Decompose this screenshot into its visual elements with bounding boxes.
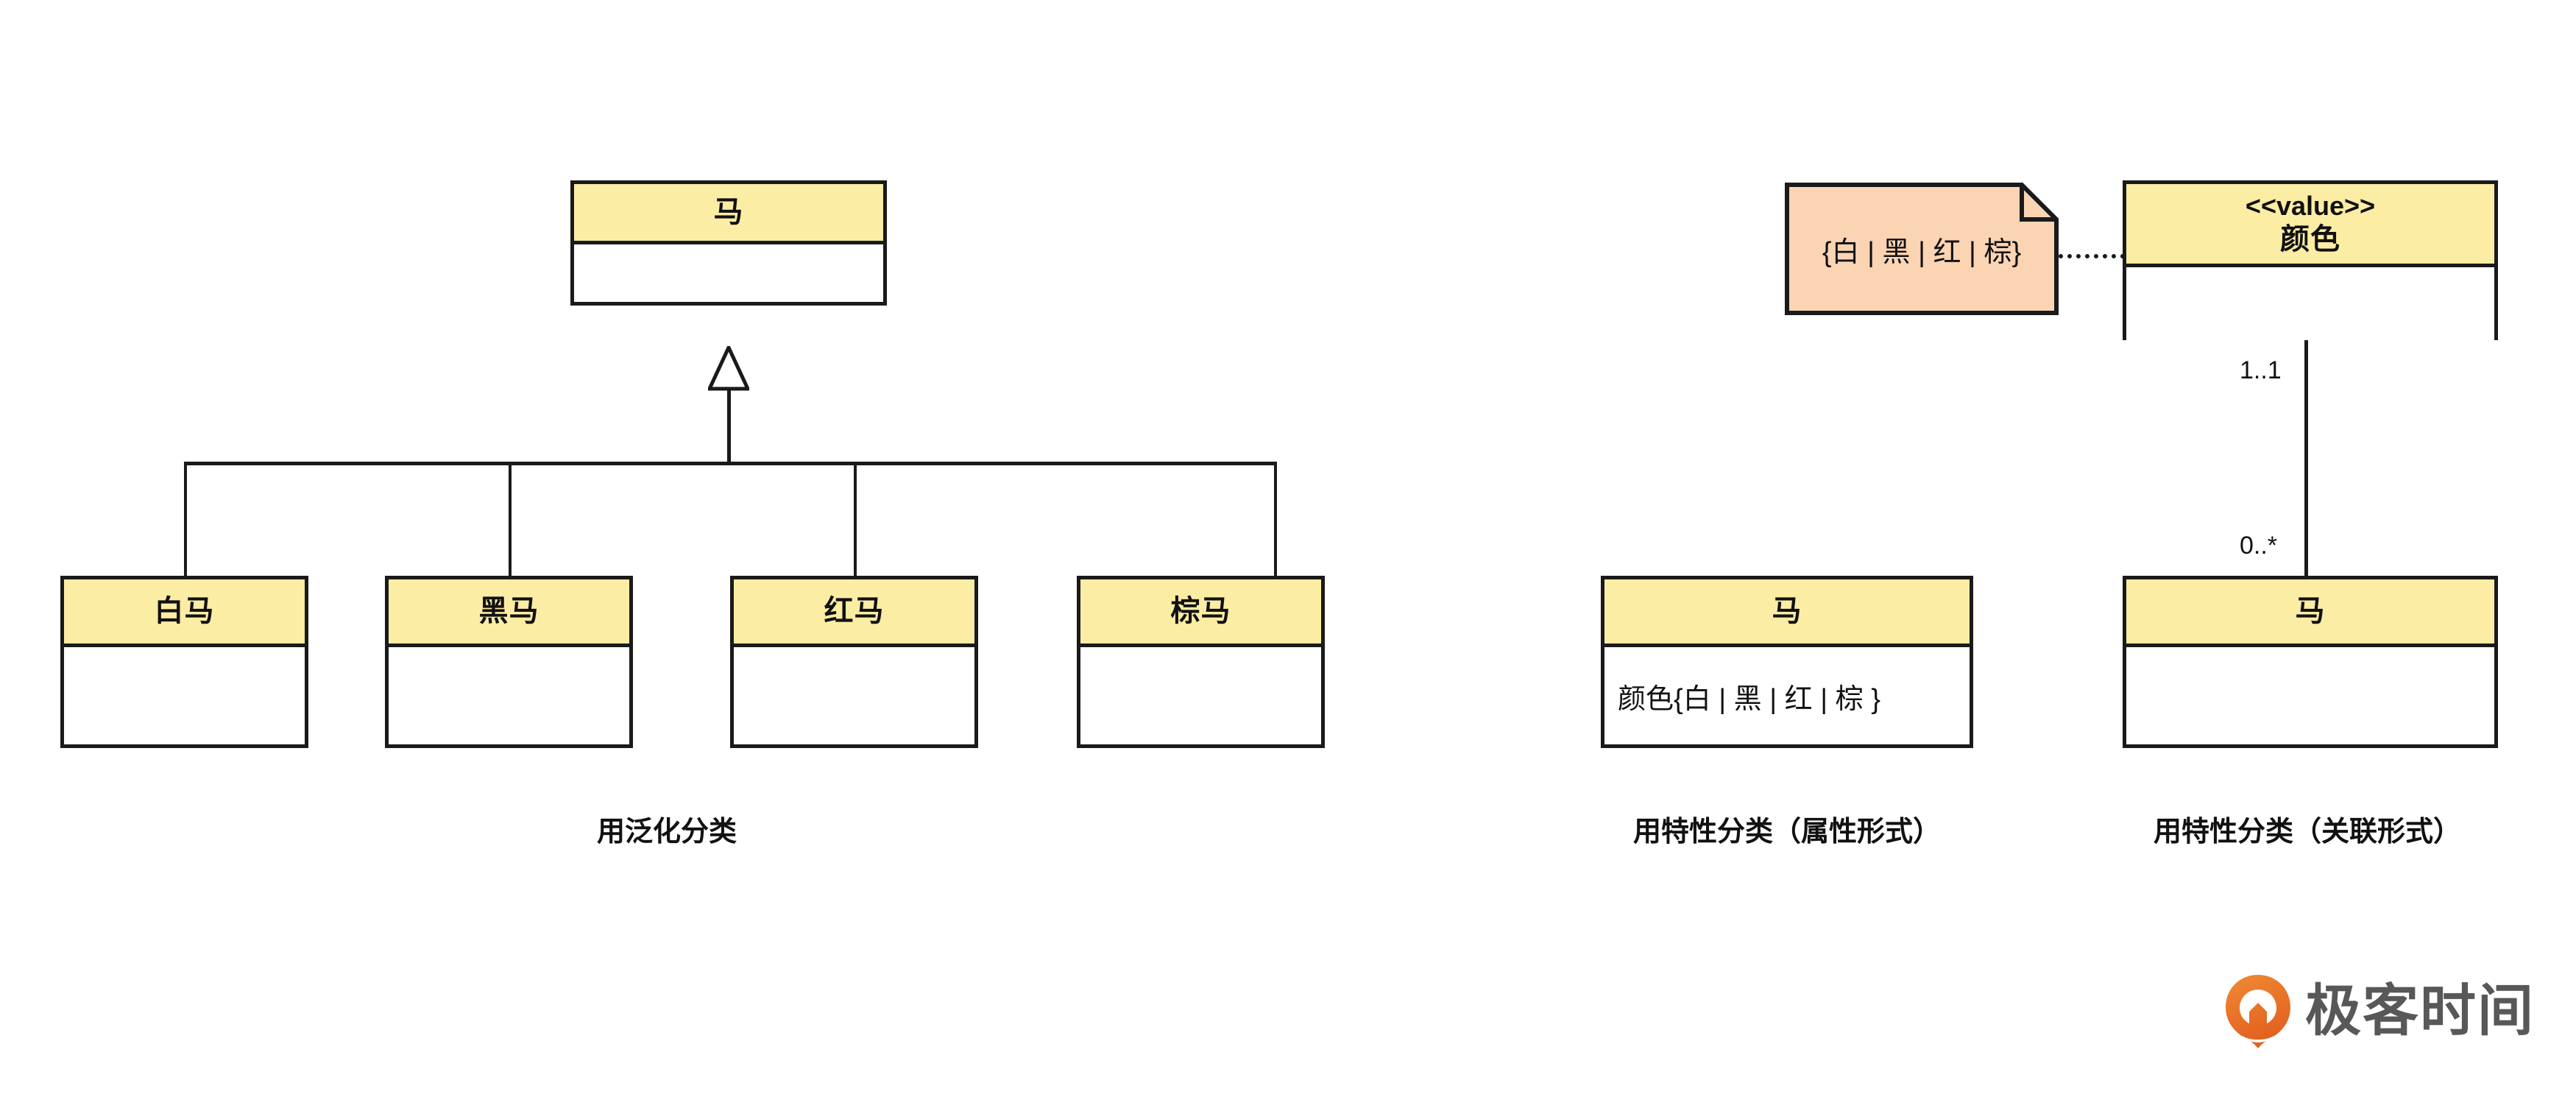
class-attributes-compartment <box>389 647 629 744</box>
class-name: 红马 <box>824 594 885 627</box>
class-attributes-compartment <box>64 647 305 744</box>
generalization-bus <box>184 462 1277 465</box>
class-box-red-horse[interactable]: 红马 <box>730 576 978 748</box>
class-stereotype: <<value>> <box>2245 191 2376 222</box>
class-box-horse-attribute-form[interactable]: 马 颜色{白 | 黑 | 红 | 棕 } <box>1601 576 1973 748</box>
class-attributes-compartment <box>2126 267 2494 340</box>
class-header: 棕马 <box>1080 579 1321 647</box>
generalization-drop-3 <box>854 462 857 576</box>
class-header: 红马 <box>734 579 974 647</box>
geektime-logo-icon <box>2224 973 2292 1050</box>
class-attribute-color: 颜色{白 | 黑 | 红 | 棕 } <box>1618 683 1880 715</box>
class-box-color-value[interactable]: <<value>> 颜色 <box>2123 180 2498 340</box>
class-attributes-compartment <box>734 647 974 744</box>
generalization-drop-2 <box>509 462 512 576</box>
class-header: 马 <box>2126 579 2494 647</box>
class-box-white-horse[interactable]: 白马 <box>60 576 308 748</box>
note-anchor-dotted-line <box>2059 254 2125 258</box>
class-name: 马 <box>1772 594 1802 627</box>
generalization-stem <box>727 389 731 463</box>
class-name: 颜色 <box>2280 222 2340 255</box>
class-header: 黑马 <box>389 579 629 647</box>
class-header: 马 <box>574 184 883 244</box>
class-attributes-compartment <box>1080 647 1321 744</box>
class-name: 棕马 <box>1170 594 1231 627</box>
brand-logo: 极客时间 <box>2224 973 2535 1050</box>
multiplicity-near-horse: 0..* <box>2240 532 2278 560</box>
class-name: 马 <box>713 195 744 228</box>
class-box-horse-association-form[interactable]: 马 <box>2123 576 2498 748</box>
class-box-parent-horse[interactable]: 马 <box>570 180 887 306</box>
class-name: 马 <box>2295 594 2326 627</box>
class-name: 白马 <box>154 594 215 627</box>
note-color-enumeration[interactable]: {白 | 黑 | 红 | 棕} <box>1785 183 2059 315</box>
generalization-arrow-icon <box>707 343 751 392</box>
class-header: 白马 <box>64 579 305 647</box>
class-attributes-compartment <box>574 244 883 302</box>
association-line <box>2304 340 2308 576</box>
class-header: 马 <box>1604 579 1970 647</box>
class-box-brown-horse[interactable]: 棕马 <box>1077 576 1325 748</box>
panel-caption-generalization: 用泛化分类 <box>596 817 737 847</box>
class-name: 黑马 <box>478 594 539 627</box>
brand-name: 极客时间 <box>2305 980 2535 1043</box>
multiplicity-near-value: 1..1 <box>2240 356 2282 384</box>
panel-caption-attribute-form: 用特性分类（属性形式） <box>1632 817 1941 847</box>
generalization-drop-1 <box>184 462 187 576</box>
class-attributes-compartment: 颜色{白 | 黑 | 红 | 棕 } <box>1604 647 1970 744</box>
panel-caption-association-form: 用特性分类（关联形式） <box>2153 817 2461 847</box>
class-attributes-compartment <box>2126 647 2494 744</box>
class-header: <<value>> 颜色 <box>2126 184 2494 267</box>
generalization-drop-4 <box>1274 462 1277 576</box>
class-box-black-horse[interactable]: 黑马 <box>385 576 633 748</box>
